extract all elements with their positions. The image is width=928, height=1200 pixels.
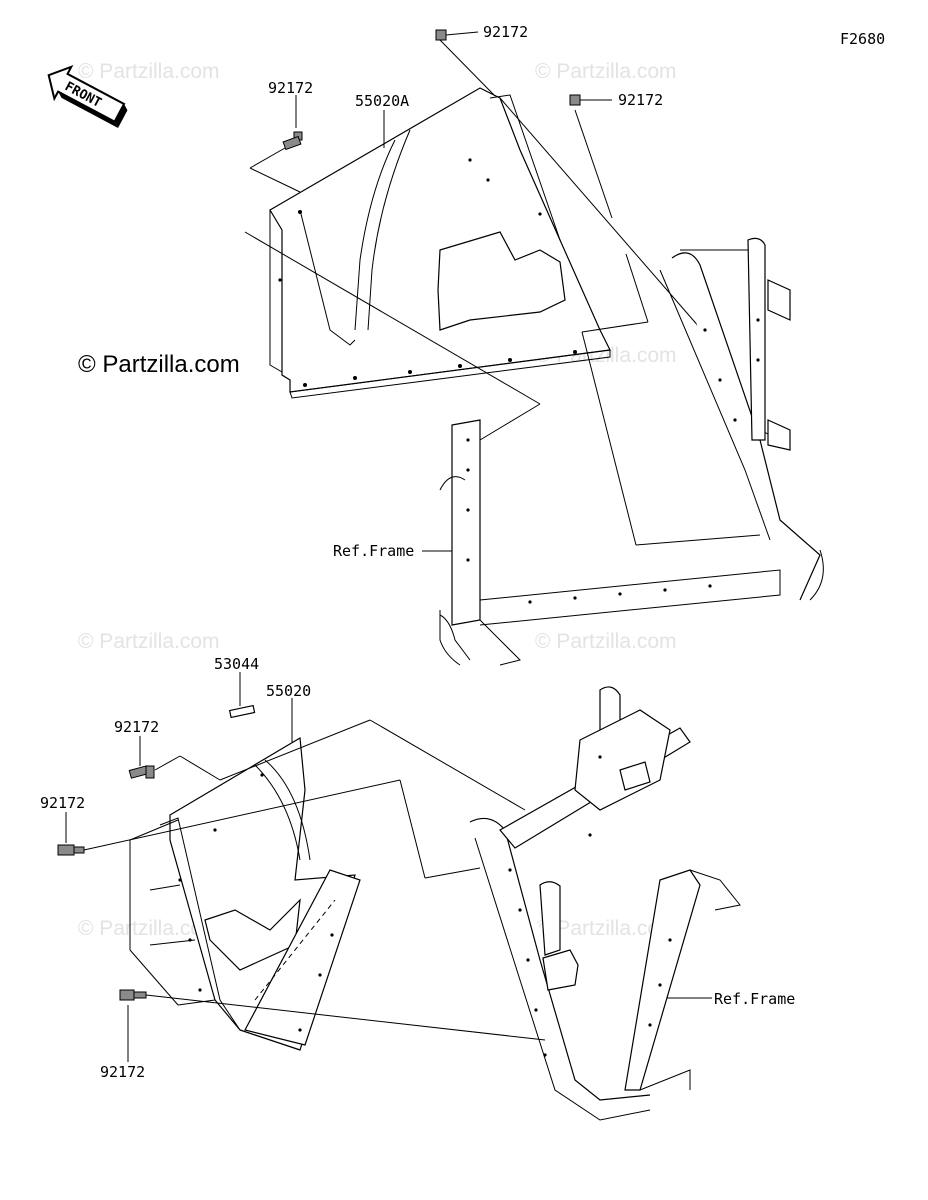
clip-53044: [228, 704, 256, 719]
callout-label: 92172: [40, 794, 85, 812]
callout-label: 92172: [618, 91, 663, 109]
watermark: © Partzilla.com: [535, 917, 677, 940]
watermark-group: © Partzilla.com © Partzilla.com © Partzi…: [78, 60, 677, 940]
lower-panel-55020: [159, 737, 361, 1051]
nut-icon: [435, 29, 447, 41]
watermark: © Partzilla.com: [78, 630, 220, 653]
ref-frame-lower: [469, 686, 741, 1121]
leader-lines-upper: [244, 31, 761, 552]
watermark: © Partzilla.com: [535, 630, 677, 653]
bolt-icon: [128, 765, 155, 779]
watermark-main: © Partzilla.com: [78, 351, 240, 378]
figure-code: F2680: [840, 30, 885, 48]
callout-label: 55020A: [355, 92, 409, 110]
callout-label: Ref.Frame: [714, 990, 795, 1008]
leader-lines-lower: [65, 672, 712, 1062]
nut-icon: [569, 94, 581, 106]
bolt-icon: [57, 844, 85, 856]
callout-label: 92172: [100, 1063, 145, 1081]
callout-label: 92172: [483, 23, 528, 41]
callout-label: 92172: [114, 718, 159, 736]
watermark: © Partzilla.com: [78, 917, 220, 940]
callout-label: 55020: [266, 682, 311, 700]
bolt-icon: [282, 131, 303, 151]
callout-label: 53044: [214, 655, 259, 673]
upper-panel-55020a: [269, 87, 611, 399]
watermark: © Partzilla.com: [78, 60, 220, 83]
ref-frame-upper: [439, 237, 824, 666]
watermark: © Partzilla.com: [535, 60, 677, 83]
callout-label: Ref.Frame: [333, 542, 414, 560]
bolt-icon: [119, 989, 147, 1001]
callout-label: 92172: [268, 79, 313, 97]
